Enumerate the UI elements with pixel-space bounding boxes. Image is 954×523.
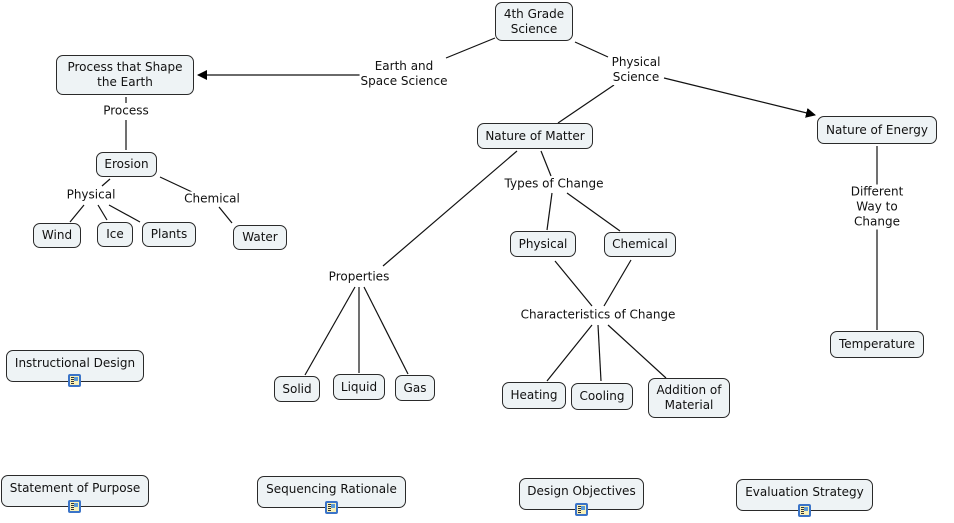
node-heating[interactable]: Heating xyxy=(502,382,566,409)
node-wind[interactable]: Wind xyxy=(33,223,81,248)
edge-properties-solid xyxy=(304,286,356,376)
edge-chemical-char xyxy=(603,259,632,307)
link-physical-science: Physical Science xyxy=(610,55,662,85)
edge-root-physci xyxy=(574,41,609,58)
node-nature-of-energy[interactable]: Nature of Energy xyxy=(817,116,937,144)
document-resource-icon[interactable] xyxy=(68,374,81,387)
node-ice[interactable]: Ice xyxy=(97,222,133,247)
node-process-shape-earth[interactable]: Process that Shape the Earth xyxy=(56,55,194,95)
edge-char-cooling xyxy=(597,324,602,382)
node-erosion[interactable]: Erosion xyxy=(96,152,157,177)
edge-physci-energy xyxy=(663,77,816,118)
document-resource-icon[interactable] xyxy=(68,500,81,513)
edge-physical-plants xyxy=(108,204,141,223)
edge-properties-gas xyxy=(363,286,409,375)
node-water[interactable]: Water xyxy=(233,225,287,250)
node-temperature[interactable]: Temperature xyxy=(830,331,924,358)
edge-erosion-physical xyxy=(101,178,111,187)
edge-matter-types xyxy=(540,150,552,177)
link-different-way-to-change: Different Way to Change xyxy=(838,184,916,230)
link-earth-space-science: Earth and Space Science xyxy=(359,59,449,89)
document-resource-icon[interactable] xyxy=(575,503,588,516)
node-liquid[interactable]: Liquid xyxy=(333,374,385,400)
link-characteristics-of-change: Characteristics of Change xyxy=(519,307,677,323)
node-4th-grade-science[interactable]: 4th Grade Science xyxy=(495,2,573,41)
edge-physical-wind xyxy=(69,204,85,223)
node-plants[interactable]: Plants xyxy=(142,222,196,247)
edge-chemical-water xyxy=(218,206,233,224)
link-properties: Properties xyxy=(327,269,391,285)
edge-char-addition xyxy=(607,324,667,379)
edge-root-earth xyxy=(445,37,496,59)
node-chemical[interactable]: Chemical xyxy=(604,232,676,257)
node-gas[interactable]: Gas xyxy=(395,375,435,401)
document-resource-icon[interactable] xyxy=(325,501,338,514)
edge-types-chemical xyxy=(566,192,621,232)
link-types-of-change: Types of Change xyxy=(503,176,605,192)
edge-char-heating xyxy=(546,324,593,382)
edge-physical-char xyxy=(554,260,593,307)
document-resource-icon[interactable] xyxy=(798,504,811,517)
node-addition-of-material[interactable]: Addition of Material xyxy=(648,378,730,418)
edge-physci-matter xyxy=(557,84,615,124)
node-cooling[interactable]: Cooling xyxy=(571,383,633,410)
node-solid[interactable]: Solid xyxy=(274,376,320,402)
edge-physical-ice xyxy=(97,204,108,221)
edge-types-physical xyxy=(546,192,553,231)
node-nature-of-matter[interactable]: Nature of Matter xyxy=(477,123,593,149)
node-physical[interactable]: Physical xyxy=(510,231,576,257)
edge-matter-properties xyxy=(382,150,518,267)
link-physical: Physical xyxy=(65,187,117,203)
link-process: Process xyxy=(102,103,150,119)
link-chemical: Chemical xyxy=(183,191,241,207)
edge-erosion-chemical xyxy=(159,176,193,193)
